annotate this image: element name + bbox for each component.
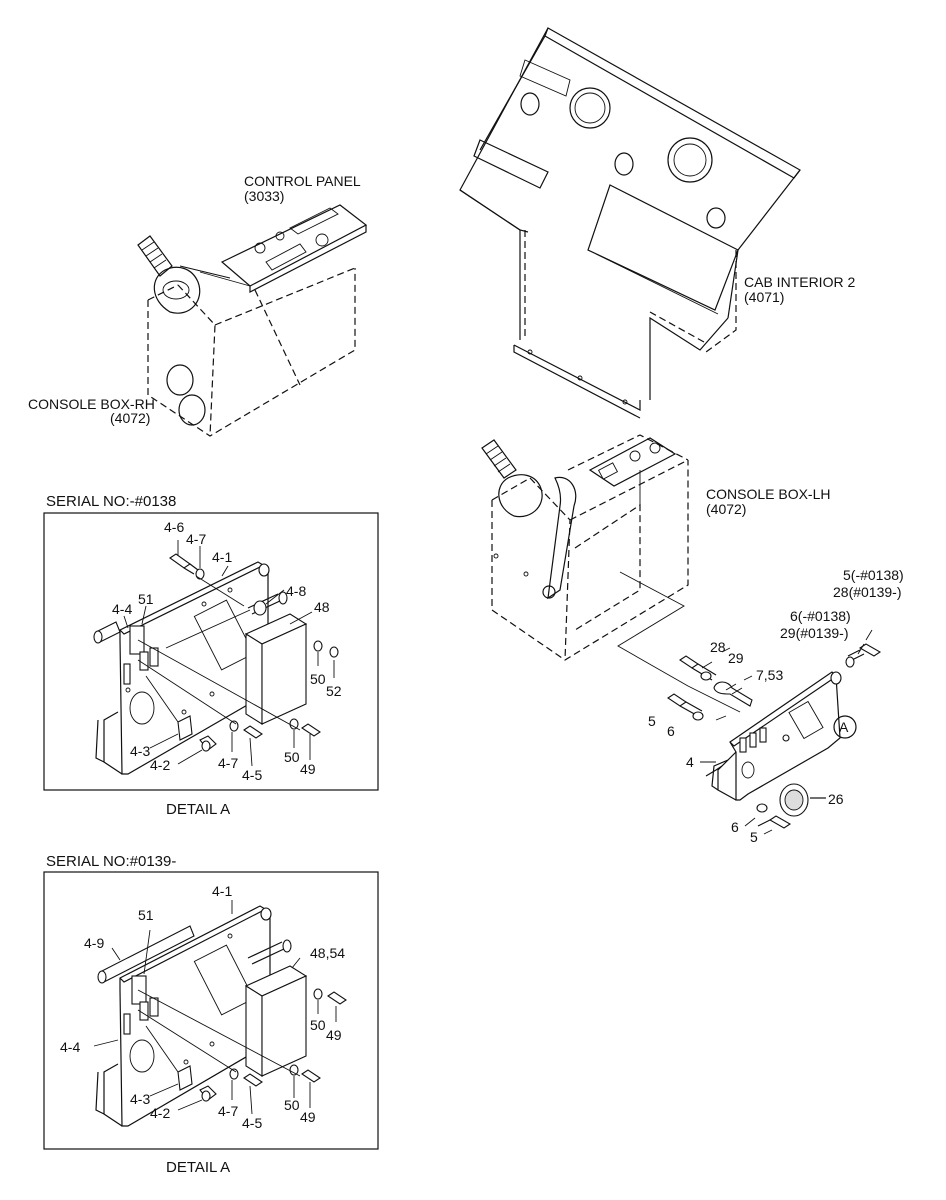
callout-6-top: 6(-#0138) (790, 608, 851, 624)
d1-label-4-6: 4-6 (164, 519, 184, 535)
console-box-rh-label: CONSOLE BOX-RH (28, 396, 155, 412)
d2-label-4-1: 4-1 (212, 883, 232, 899)
control-panel (179, 204, 368, 293)
d1-label-52: 52 (326, 683, 342, 699)
control-panel-ref: (3033) (244, 188, 284, 204)
detail2-caption: DETAIL A (166, 1159, 230, 1176)
d1-label-4-7-top: 4-7 (186, 531, 206, 547)
d2-label-51: 51 (138, 907, 154, 923)
d2-label-4-2: 4-2 (150, 1105, 170, 1121)
d1-label-48: 48 (314, 599, 330, 615)
detail1-frame (43, 512, 379, 791)
d2-label-4-7: 4-7 (218, 1103, 238, 1119)
d2-label-4-4: 4-4 (60, 1039, 80, 1055)
cab-interior-label: CAB INTERIOR 2 (744, 274, 855, 290)
callout-28: 28 (710, 639, 726, 655)
console-box-lh (481, 434, 741, 713)
callout-28-top: 28(#0139-) (833, 584, 902, 600)
detail1-drawing (93, 540, 339, 775)
d1-label-4-3: 4-3 (130, 743, 150, 759)
d2-label-48-54: 48,54 (310, 945, 345, 961)
callout-5-top: 5(-#0138) (843, 567, 904, 583)
detail1-serial: SERIAL NO:-#0138 (46, 493, 176, 510)
callout-7-53: 7,53 (756, 667, 783, 683)
detail2-frame (43, 871, 379, 1150)
d2-label-49a: 49 (326, 1027, 342, 1043)
d1-label-50b: 50 (284, 749, 300, 765)
detail2-drawing (93, 900, 347, 1127)
marker-a: A (839, 719, 849, 735)
d1-label-4-8: 4-8 (286, 583, 306, 599)
callout-6-bottom: 6 (731, 819, 739, 835)
callout-6-left: 6 (667, 723, 675, 739)
callout-4: 4 (686, 754, 694, 770)
callout-5-bottom: 5 (750, 829, 758, 845)
cab-interior-panel (459, 27, 801, 419)
d2-label-4-9: 4-9 (84, 935, 104, 951)
console-box-lh-label: CONSOLE BOX-LH (706, 486, 830, 502)
console-box-lh-ref: (4072) (706, 501, 746, 517)
detail2-serial: SERIAL NO:#0139- (46, 853, 176, 870)
callout-26: 26 (828, 791, 844, 807)
detail1-caption: DETAIL A (166, 801, 230, 818)
callout-29: 29 (728, 650, 744, 666)
d2-label-4-5: 4-5 (242, 1115, 262, 1131)
d2-label-4-3: 4-3 (130, 1091, 150, 1107)
console-box-rh (137, 235, 356, 437)
d1-label-4-1: 4-1 (212, 549, 232, 565)
d1-label-49: 49 (300, 761, 316, 777)
control-panel-label: CONTROL PANEL (244, 173, 361, 189)
callout-29-top: 29(#0139-) (780, 625, 849, 641)
d1-label-4-7-bottom: 4-7 (218, 755, 238, 771)
d1-label-4-4: 4-4 (112, 601, 132, 617)
main-bracket-assembly (667, 629, 882, 835)
d2-label-50a: 50 (310, 1017, 326, 1033)
screw-5 (667, 693, 703, 717)
callout-5-left: 5 (648, 713, 656, 729)
d1-label-50a: 50 (310, 671, 326, 687)
d2-label-50b: 50 (284, 1097, 300, 1113)
d2-label-49b: 49 (300, 1109, 316, 1125)
cab-interior-ref: (4071) (744, 289, 784, 305)
d1-label-51: 51 (138, 591, 154, 607)
d1-label-4-5: 4-5 (242, 767, 262, 783)
d1-label-4-2: 4-2 (150, 757, 170, 773)
console-box-rh-ref: (4072) (110, 410, 150, 426)
